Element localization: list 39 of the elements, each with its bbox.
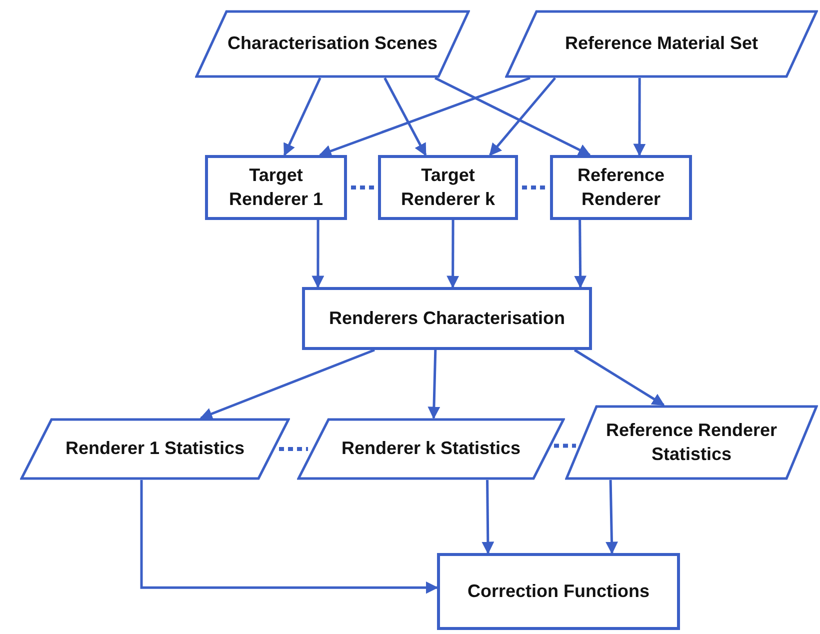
node-label: Renderer k Statistics	[341, 437, 521, 460]
arrow	[446, 220, 460, 288]
process-box	[437, 553, 680, 630]
node-label: Characterisation Scenes	[227, 32, 438, 56]
data-parallelogram	[20, 418, 290, 480]
node-label: Target Renderer k	[400, 164, 496, 210]
arrow	[489, 77, 556, 156]
data-parallelogram	[195, 10, 470, 78]
data-parallelogram	[505, 10, 818, 78]
arrow	[574, 348, 665, 406]
arrow	[434, 76, 591, 156]
arrow	[312, 220, 324, 288]
arrow	[283, 77, 322, 156]
dotted-connector	[279, 447, 308, 451]
dotted-connector	[351, 186, 374, 190]
arrow	[606, 480, 618, 554]
data-parallelogram	[565, 405, 818, 480]
node-label: Renderers Characterisation	[328, 306, 566, 330]
process-box	[378, 155, 518, 220]
arrow	[428, 350, 440, 420]
arrow	[574, 220, 587, 288]
process-box	[205, 155, 347, 220]
arrow	[482, 480, 494, 554]
arrow	[384, 77, 427, 156]
node-label: Reference Renderer	[576, 164, 666, 210]
data-parallelogram	[297, 418, 565, 480]
node-label: Renderer 1 Statistics	[65, 437, 245, 460]
node-label: Correction Functions	[467, 580, 650, 603]
arrow	[200, 348, 375, 420]
arrow	[140, 480, 438, 594]
dotted-connector	[554, 444, 576, 448]
arrow	[318, 76, 530, 157]
node-label: Reference Material Set	[564, 32, 758, 56]
process-box	[302, 287, 592, 350]
arrow	[633, 78, 646, 156]
process-box	[550, 155, 692, 220]
node-label: Reference Renderer Statistics	[604, 419, 778, 466]
node-label: Target Renderer 1	[228, 164, 324, 210]
dotted-connector	[522, 186, 546, 190]
